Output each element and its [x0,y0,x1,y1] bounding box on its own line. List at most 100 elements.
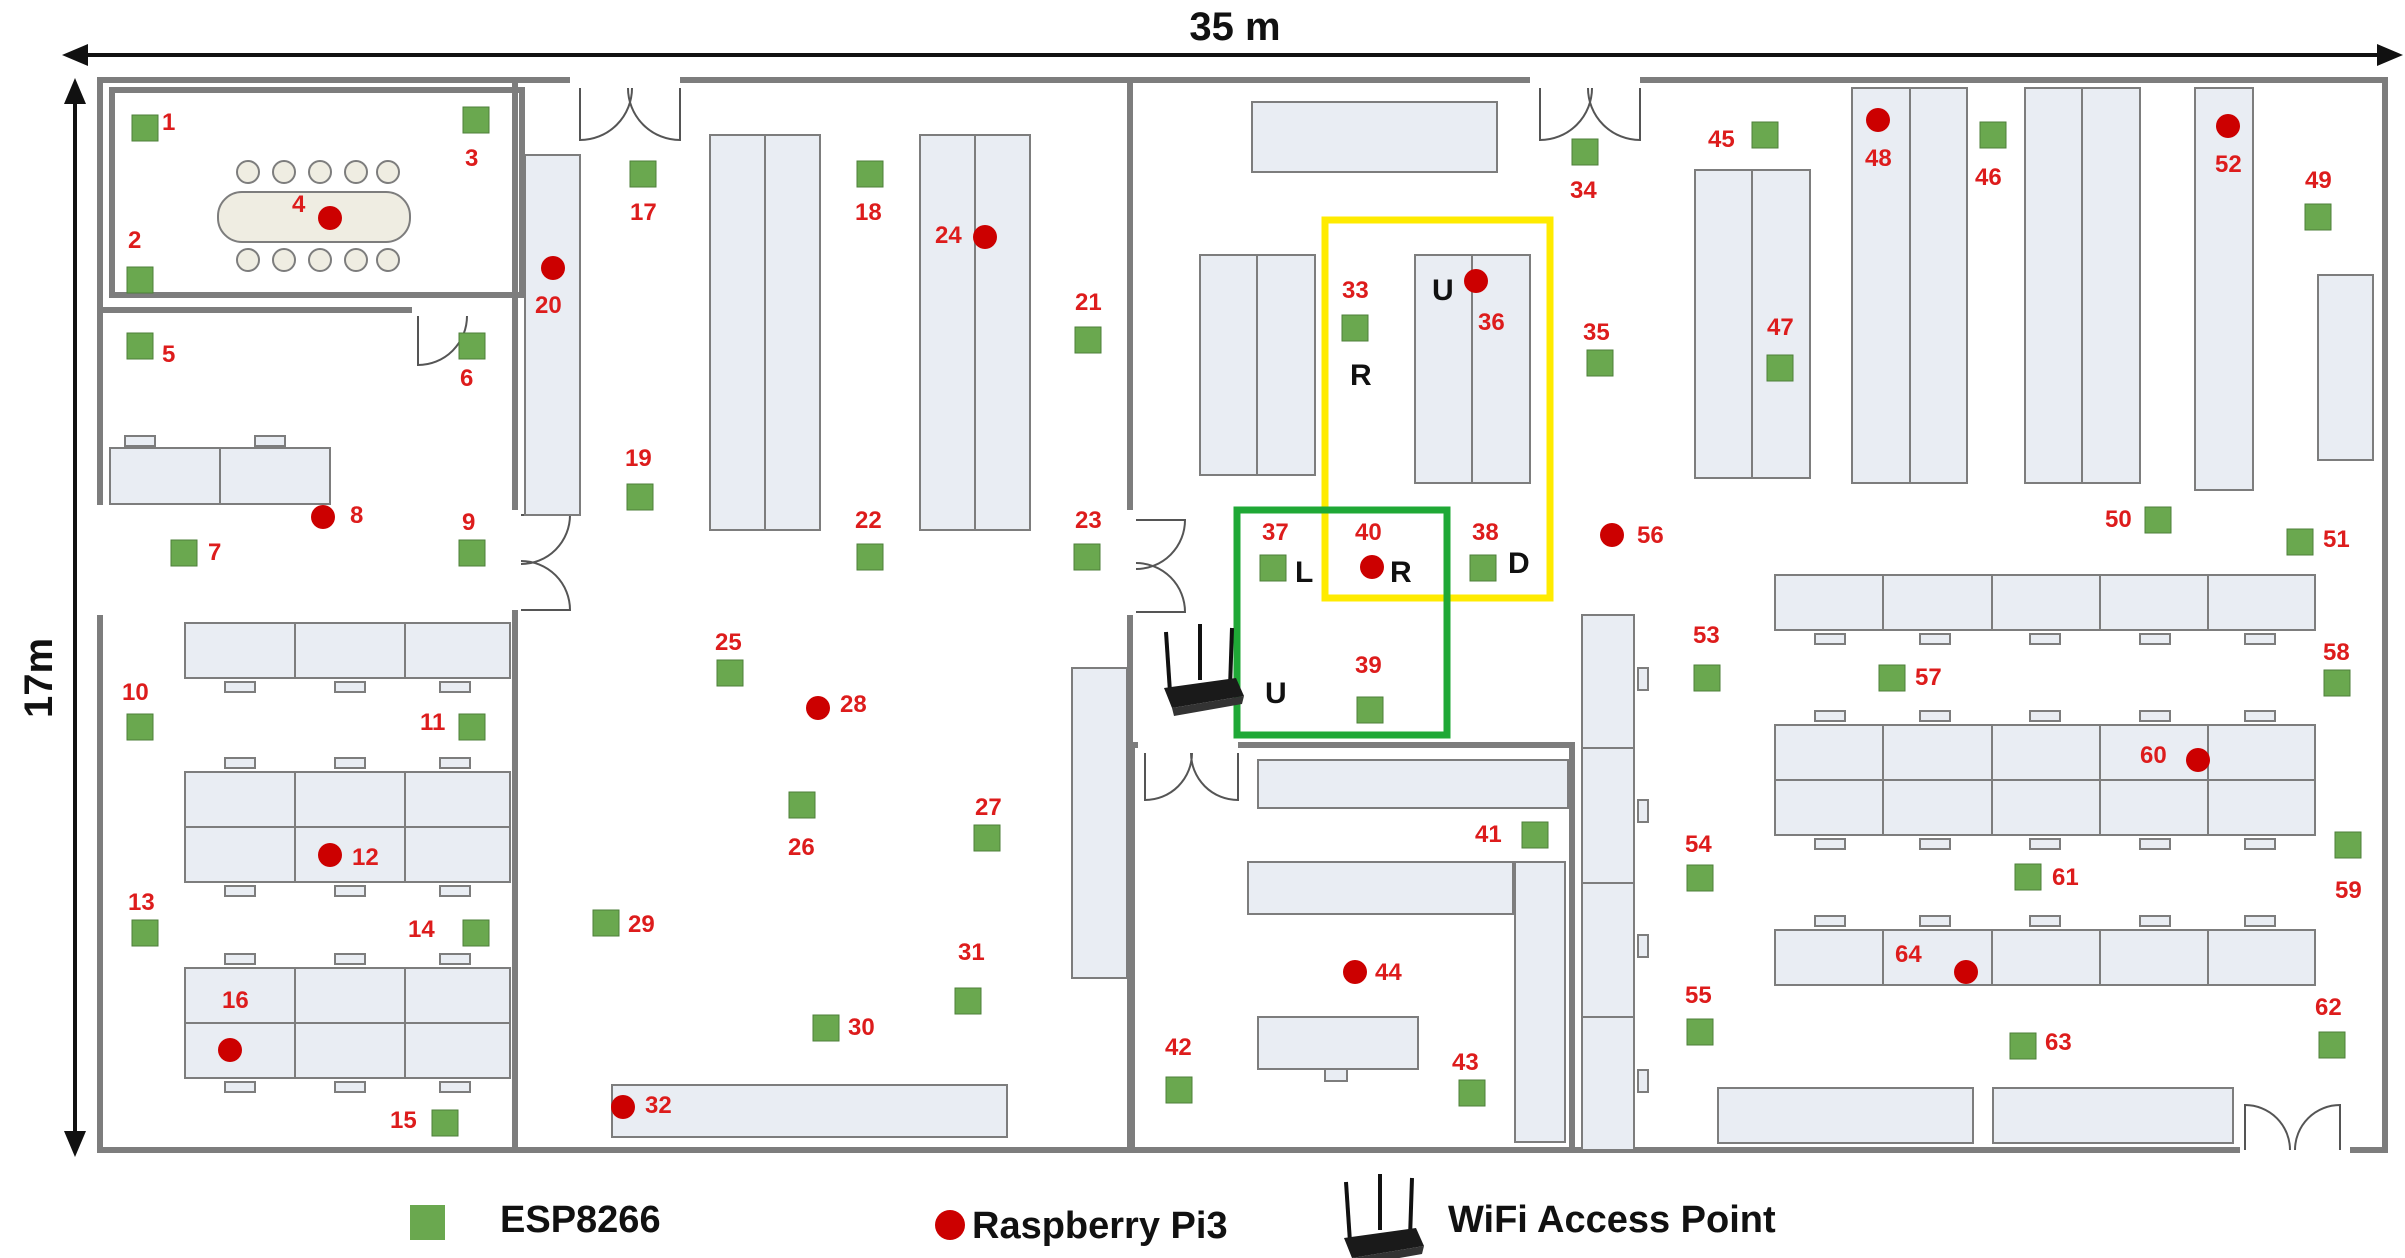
esp8266-node-42 [1165,1076,1193,1104]
esp8266-node-55 [1686,1018,1714,1046]
wall-gaps [96,74,2350,1158]
node-label-37: 37 [1262,519,1289,546]
legend-ap-label: WiFi Access Point [1448,1199,1776,1241]
node-label-49: 49 [2305,167,2332,194]
esp8266-node-50 [2144,506,2172,534]
node-label-19: 19 [625,445,652,472]
node-label-9: 9 [462,509,475,536]
node-label-27: 27 [975,794,1002,821]
legend-pi-swatch [935,1210,965,1240]
raspberry-pi-node-48 [1866,108,1890,132]
esp8266-node-26 [788,791,816,819]
node-label-5: 5 [162,341,175,368]
zone-labels: R U D L R U [1265,274,1530,710]
esp8266-node-9 [458,539,486,567]
dimension-width: 35 m [62,5,2403,66]
zone-yellow-u: U [1432,274,1454,307]
esp8266-node-46 [1979,121,2007,149]
esp8266-node-57 [1878,664,1906,692]
node-label-10: 10 [122,679,149,706]
esp8266-node-22 [856,543,884,571]
esp8266-node-41 [1521,821,1549,849]
node-label-13: 13 [128,889,155,916]
node-label-48: 48 [1865,145,1892,172]
legend-pi-label: Raspberry Pi3 [972,1205,1228,1247]
raspberry-pi-node-32 [611,1095,635,1119]
node-label-59: 59 [2335,877,2362,904]
raspberry-pi-node-24 [973,225,997,249]
legend: ESP8266 Raspberry Pi3 WiFi Access Point [410,1174,1776,1258]
esp8266-node-37 [1259,554,1287,582]
esp8266-node-63 [2009,1032,2037,1060]
node-label-44: 44 [1375,959,1402,986]
zone-green-l: L [1295,556,1313,589]
esp8266-node-5 [126,332,154,360]
node-label-62: 62 [2315,994,2342,1021]
node-label-53: 53 [1693,622,1720,649]
node-label-30: 30 [848,1014,875,1041]
node-label-3: 3 [465,145,478,172]
esp8266-node-58 [2323,669,2351,697]
esp8266-node-51 [2286,528,2314,556]
wifi-access-point-icon [1164,624,1244,716]
esp8266-node-53 [1693,664,1721,692]
node-label-34: 34 [1570,177,1597,204]
esp8266-node-59 [2334,831,2362,859]
raspberry-pi-node-8 [311,505,335,529]
node-label-1: 1 [162,109,175,136]
esp8266-node-2 [126,266,154,294]
esp8266-node-15 [431,1109,459,1137]
esp8266-node-17 [629,160,657,188]
legend-ap-icon [1344,1174,1424,1258]
esp8266-node-19 [626,483,654,511]
zone-yellow-r: R [1350,359,1372,392]
esp8266-node-23 [1073,543,1101,571]
raspberry-pi-node-36 [1464,269,1488,293]
node-label-24: 24 [935,222,962,249]
raspberry-pi-node-4 [318,206,342,230]
node-label-45: 45 [1708,126,1735,153]
esp8266-node-6 [458,332,486,360]
node-label-39: 39 [1355,652,1382,679]
esp8266-node-21 [1074,326,1102,354]
esp8266-node-61 [2014,863,2042,891]
esp8266-node-25 [716,659,744,687]
furniture [109,87,2374,1151]
node-label-26: 26 [788,834,815,861]
node-label-50: 50 [2105,506,2132,533]
esp8266-node-38 [1469,554,1497,582]
node-label-61: 61 [2052,864,2079,891]
esp8266-node-10 [126,713,154,741]
node-label-36: 36 [1478,309,1505,336]
raspberry-pi-node-60 [2186,748,2210,772]
node-label-16: 16 [222,987,249,1014]
doors [417,87,2341,1151]
esp8266-node-11 [458,713,486,741]
node-label-6: 6 [460,365,473,392]
node-label-15: 15 [390,1107,417,1134]
raspberry-pi-node-52 [2216,114,2240,138]
dimension-height: 17m [17,78,86,1157]
node-label-23: 23 [1075,507,1102,534]
node-label-43: 43 [1452,1049,1479,1076]
node-label-51: 51 [2323,526,2350,553]
esp8266-node-49 [2304,203,2332,231]
node-label-33: 33 [1342,277,1369,304]
node-label-58: 58 [2323,639,2350,666]
node-label-40: 40 [1355,519,1382,546]
node-label-12: 12 [352,844,379,871]
esp8266-node-14 [462,919,490,947]
node-label-56: 56 [1637,522,1664,549]
zone-yellow [1321,216,1554,602]
zone-green [1233,506,1451,739]
zone-green-r: R [1390,556,1412,589]
node-label-47: 47 [1767,314,1794,341]
esp8266-node-47 [1766,354,1794,382]
raspberry-pi-node-20 [541,256,565,280]
node-label-21: 21 [1075,289,1102,316]
node-label-64: 64 [1895,941,1922,968]
node-label-52: 52 [2215,151,2242,178]
legend-esp-swatch [410,1205,445,1240]
